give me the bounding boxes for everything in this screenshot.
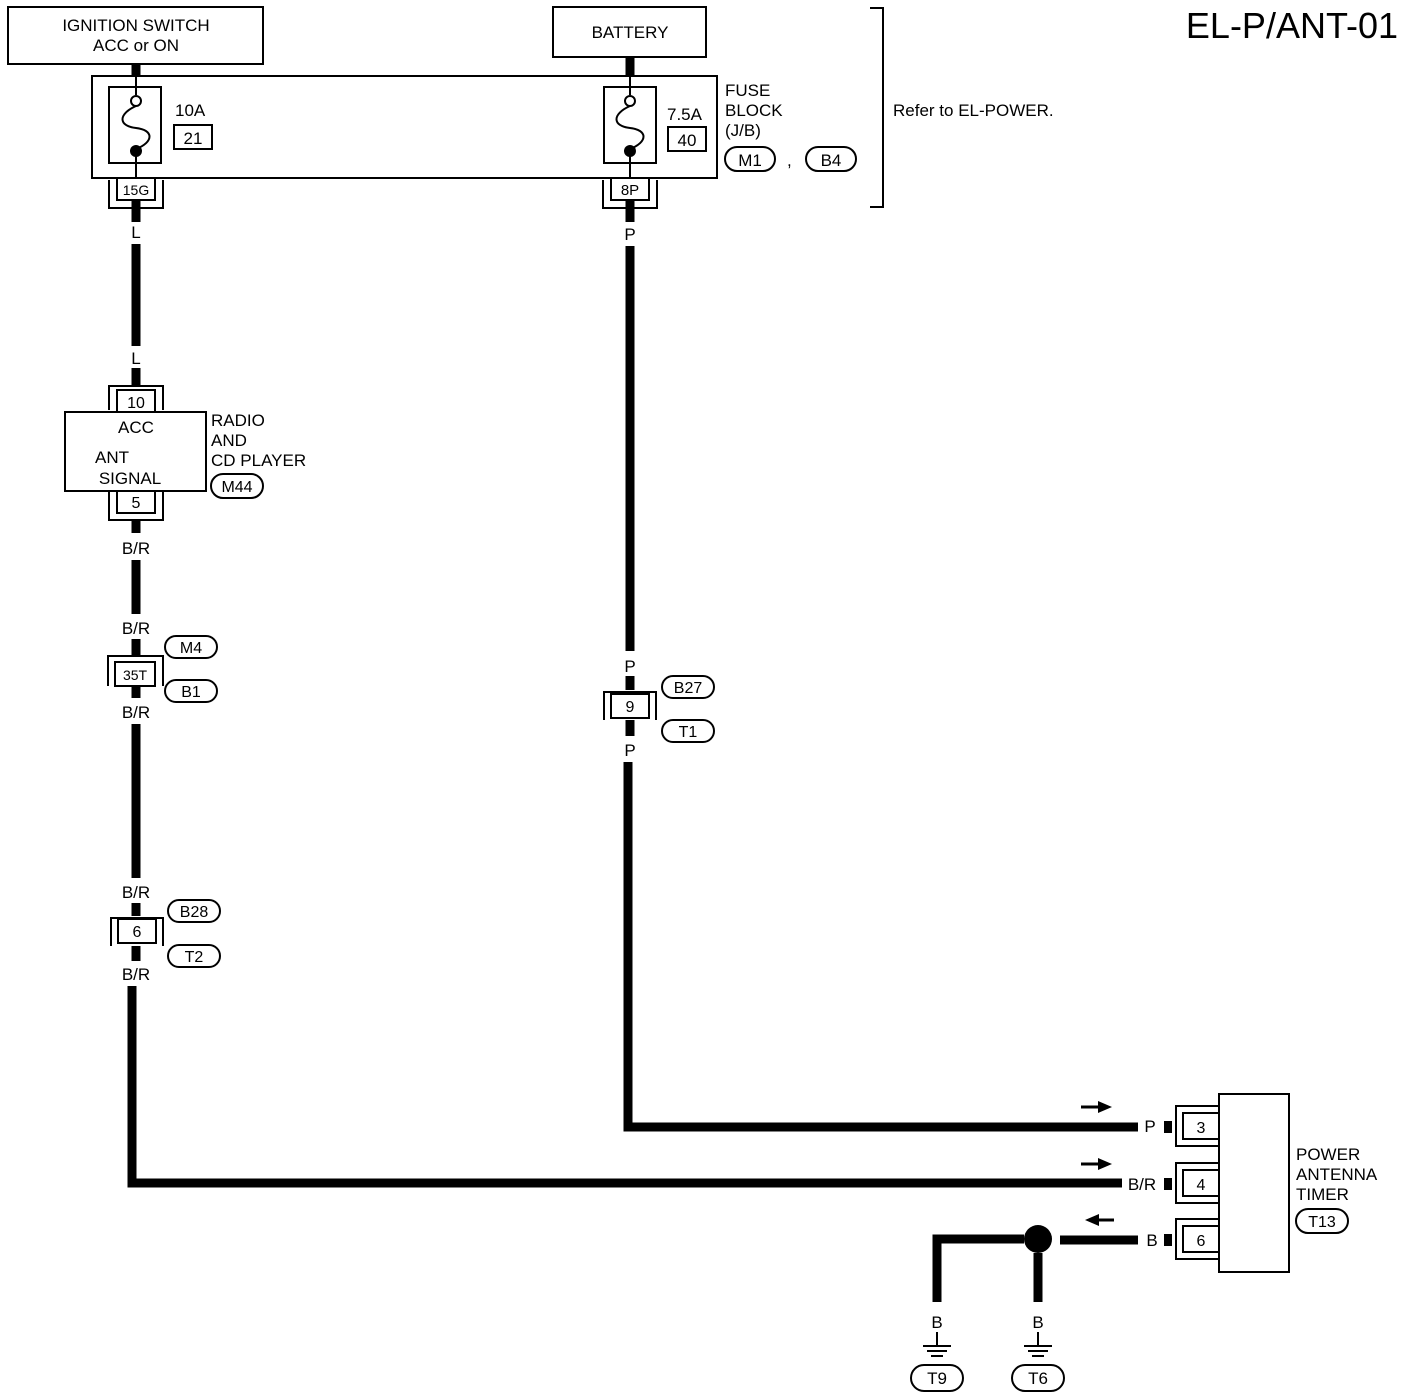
radio-pin-ant: 5	[132, 495, 141, 512]
wire-b-to-t9	[932, 1234, 1024, 1302]
joint-35t-terminal: 35T	[123, 667, 148, 683]
wire-color-br-2: B/R	[122, 619, 150, 638]
timer-connector-t13: T13	[1308, 1214, 1336, 1231]
joint-9-terminal: 9	[626, 699, 635, 716]
radio-ant-label-1: ANT	[95, 448, 129, 467]
battery-box: BATTERY	[552, 6, 707, 58]
wire-color-br-4: B/R	[122, 883, 150, 902]
timer-pin-6: 6	[1197, 1233, 1206, 1250]
terminal-8p: 8P	[621, 182, 639, 199]
fuse-21: 10A 21	[108, 76, 213, 178]
wire-color-p-mid-bottom: P	[624, 741, 635, 760]
timer-pin-4: 4	[1197, 1177, 1206, 1194]
timer-pin-3: 3	[1197, 1120, 1206, 1137]
ignition-switch-box: IGNITION SWITCH ACC or ON	[7, 6, 264, 65]
ground-t6-label: T6	[1028, 1369, 1048, 1388]
wire-color-l-top: L	[131, 223, 140, 242]
radio-label-1: RADIO	[211, 411, 265, 430]
radio-label-2: AND	[211, 431, 247, 450]
arrow-right-br	[1081, 1158, 1112, 1170]
fuse-block-label-1: FUSE	[725, 81, 770, 100]
ground-t6: T6	[1011, 1332, 1065, 1392]
refer-note: Refer to EL-POWER.	[893, 101, 1054, 120]
wire-color-br-5: B/R	[122, 965, 150, 984]
joint-6-terminal: 6	[133, 924, 142, 941]
wire-p-lower	[623, 762, 1138, 1132]
ground-t9: T9	[910, 1332, 964, 1392]
joint-9-connector-b27: B27	[674, 680, 703, 697]
arrow-right-p	[1081, 1101, 1112, 1113]
fuse-block-connector-b4: B4	[821, 151, 842, 170]
wire-color-l-bottom: L	[131, 349, 140, 368]
radio-ant-label-2: SIGNAL	[99, 469, 161, 488]
radio-pin-acc: 10	[127, 395, 145, 412]
ground-splice	[1024, 1225, 1052, 1253]
wire-color-b-timer: B	[1146, 1231, 1157, 1250]
radio-label-3: CD PLAYER	[211, 451, 306, 470]
joint-9: 9 B27 T1	[603, 675, 715, 743]
fuse-block-label-2: BLOCK	[725, 101, 783, 120]
fuse-40-amp: 7.5A	[667, 105, 703, 124]
fuse-21-number: 21	[184, 129, 203, 148]
wire-color-br-3: B/R	[122, 703, 150, 722]
timer-label-2: ANTENNA	[1296, 1165, 1378, 1184]
fuse-block-separator: ,	[787, 151, 792, 170]
wire-color-b-t9: B	[931, 1313, 942, 1332]
joint-35t-connector-m4: M4	[180, 640, 202, 657]
refer-bracket: Refer to EL-POWER.	[870, 7, 1054, 208]
arrow-left-b	[1085, 1214, 1114, 1226]
joint-35t-connector-b1: B1	[181, 684, 201, 701]
wire-color-br-timer: B/R	[1128, 1175, 1156, 1194]
wire-color-p-top: P	[624, 225, 635, 244]
fuse-block: 10A 21 7.5A 40 FUSE BLOCK (J/B) M1 , B4	[91, 75, 857, 179]
wire-color-br-1: B/R	[122, 539, 150, 558]
joint-6-connector-t2: T2	[185, 949, 204, 966]
fuse-block-connector-m1: M1	[738, 151, 762, 170]
radio-connector-m44: M44	[221, 479, 252, 496]
joint-6: 6 B28 T2	[110, 899, 221, 968]
fuse-40-number: 40	[678, 131, 697, 150]
ground-t9-label: T9	[927, 1369, 947, 1388]
connector-8p: 8P	[602, 177, 658, 209]
timer-label-3: TIMER	[1296, 1185, 1349, 1204]
wire-color-b-t6: B	[1032, 1313, 1043, 1332]
wire-color-p-timer: P	[1144, 1117, 1155, 1136]
fuse-40: 7.5A 40	[603, 76, 707, 178]
page-id: EL-P/ANT-01	[1186, 5, 1398, 46]
fuse-21-amp: 10A	[175, 101, 206, 120]
wire-color-p-mid-top: P	[624, 657, 635, 676]
battery-label: BATTERY	[592, 23, 669, 42]
fuse-block-label-3: (J/B)	[725, 121, 761, 140]
timer-label-1: POWER	[1296, 1145, 1360, 1164]
power-antenna-timer: 3 4 6 POWER ANTENNA TIMER T13	[1164, 1093, 1378, 1273]
terminal-15g: 15G	[123, 182, 149, 198]
radio-acc-label: ACC	[118, 418, 154, 437]
ignition-switch-mode: ACC or ON	[93, 36, 179, 55]
joint-35t: 35T M4 B1	[107, 635, 218, 703]
radio-cd-player: 10 ACC ANT SIGNAL 5 RADIO AND CD PLAYER …	[64, 385, 306, 521]
wire-br-3	[127, 986, 1122, 1188]
joint-6-connector-b28: B28	[180, 904, 209, 921]
ignition-switch-label: IGNITION SWITCH	[62, 16, 209, 35]
joint-9-connector-t1: T1	[679, 724, 698, 741]
